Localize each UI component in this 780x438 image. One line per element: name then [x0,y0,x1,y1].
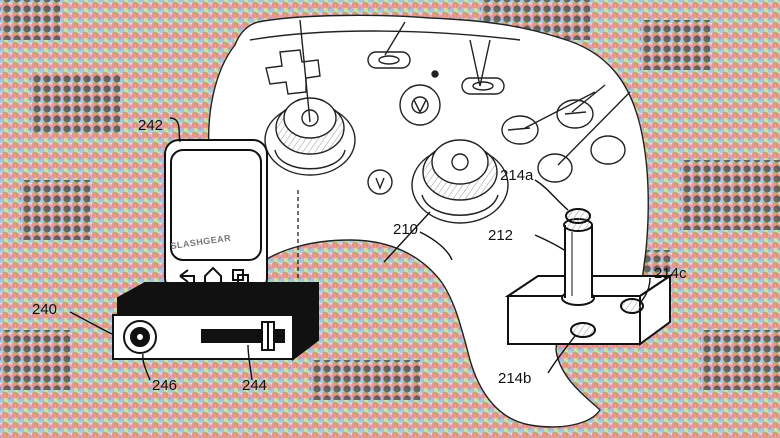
reference-labels: 242 240 246 244 210 212 214a 214b 214c [32,117,687,394]
label-240: 240 [32,301,57,318]
label-210: 210 [393,221,418,238]
face-buttons [501,99,626,183]
label-246: 246 [152,377,177,394]
label-214a: 214a [500,167,534,184]
joystick-module [504,208,674,346]
dock-top [117,282,319,319]
phone-device [164,139,268,293]
headphone-jack-icon [123,320,157,354]
button-214c [620,298,644,314]
dock-device [112,282,319,362]
phone-screen [170,149,262,261]
label-242: 242 [138,117,163,134]
label-212: 212 [488,227,513,244]
label-244: 244 [242,377,267,394]
slider-icon [201,321,285,351]
leader-lines [69,117,651,381]
button-214b [570,322,596,338]
label-214b: 214b [498,370,531,387]
right-stick [411,139,509,224]
label-214c: 214c [654,265,687,282]
dpad [265,49,321,95]
joystick [561,208,595,306]
